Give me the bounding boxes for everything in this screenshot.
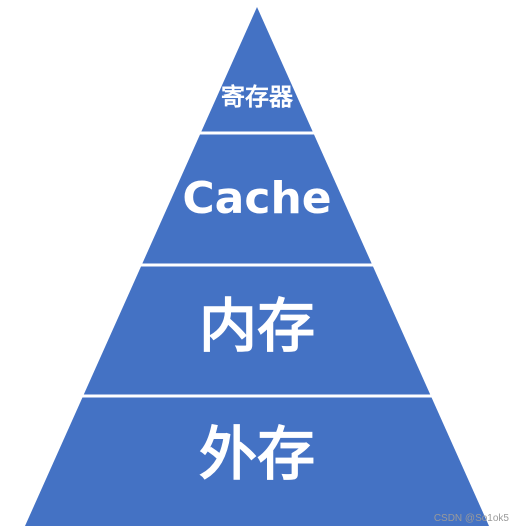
tier-label-external-storage: 外存 <box>199 420 315 488</box>
tier-label-cache: Cache <box>182 173 331 224</box>
watermark-text: CSDN @So1ok5 <box>433 513 509 524</box>
tier-label-registers: 寄存器 <box>221 83 294 111</box>
tier-label-main-memory: 内存 <box>199 292 315 360</box>
